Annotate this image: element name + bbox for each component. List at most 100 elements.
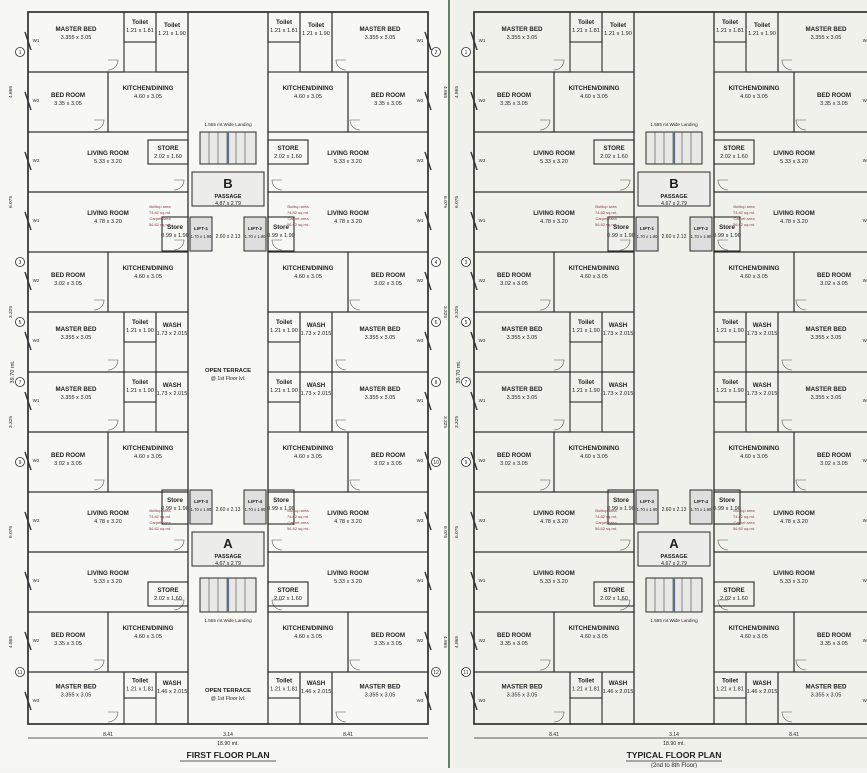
window-label: W2 <box>863 278 867 283</box>
room-outline <box>593 139 635 165</box>
room-dimension: 3.355 x 3.05 <box>811 693 842 699</box>
room-dimension: 1.73 x 2.015 <box>747 331 778 337</box>
sheet-right <box>452 0 867 768</box>
room-name: BED ROOM <box>51 92 85 99</box>
room-dimension: 4.60 x 3.05 <box>580 274 608 280</box>
area-note: Builtup area <box>149 508 171 513</box>
window-mark <box>24 331 32 351</box>
window-label: W3 <box>33 698 40 703</box>
lift-shaft <box>635 216 659 252</box>
window-label: W2 <box>417 98 424 103</box>
area-note: 74.82 sq.mt. <box>595 514 617 519</box>
window-mark <box>24 511 32 531</box>
room-name: STORE <box>723 145 744 152</box>
door-swing-icon <box>93 659 105 671</box>
door-swing-icon <box>349 659 361 671</box>
room-name: KITCHEN/DINING <box>729 625 780 632</box>
room-dimension: 3.355 x 3.05 <box>61 395 92 401</box>
area-note: Builtup area <box>287 508 309 513</box>
window-label: W3 <box>863 518 867 523</box>
room-name: LIVING ROOM <box>533 210 575 217</box>
room-dimension: 3.355 x 3.05 <box>365 35 396 41</box>
room-name: MASTER BED <box>806 684 847 691</box>
window-label: W3 <box>479 338 486 343</box>
room-name: LIVING ROOM <box>87 150 129 157</box>
plan-title: TYPICAL FLOOR PLAN <box>627 750 722 760</box>
room-dimension: 1.21 x 1.90 <box>604 31 632 37</box>
room-name: BED ROOM <box>51 452 85 459</box>
lift-label: LIFT-1 <box>640 226 654 232</box>
window-label: W1 <box>863 38 867 43</box>
flat-number-marker <box>431 257 441 267</box>
room-name: Toilet <box>276 379 292 386</box>
window-label: W1 <box>479 398 486 403</box>
sheet-left <box>0 0 448 768</box>
lift-label: LIFT-2 <box>694 226 708 232</box>
room-dimension: 1.21 x 1.81 <box>270 28 298 34</box>
door-swing-icon <box>553 711 565 723</box>
room-dimension: 2.02 x 1.60 <box>274 596 302 602</box>
room-name: BED ROOM <box>51 272 85 279</box>
width-dimension: 3.14 <box>223 732 233 738</box>
door-swing-icon <box>173 239 185 251</box>
room-dimension: 1.46 x 2.015 <box>603 689 634 695</box>
room-dimension: 3.355 x 3.05 <box>61 693 92 699</box>
door-swing-icon <box>349 119 361 131</box>
overall-height: 39.70 mt. <box>10 360 16 383</box>
margin-dimension: 3.325 <box>8 416 14 428</box>
window-label: W3 <box>863 338 867 343</box>
room-dimension: 4.60 x 3.05 <box>134 454 162 460</box>
flat-number-marker <box>15 317 25 327</box>
room-name: Toilet <box>722 19 738 26</box>
window-mark <box>470 391 478 411</box>
total-width: 18.90 mt. <box>663 741 685 747</box>
room-name: MASTER BED <box>56 684 97 691</box>
window-label: W2 <box>33 98 40 103</box>
room-name: Toilet <box>578 319 594 326</box>
room-name: BED ROOM <box>497 92 531 99</box>
terrace-label: @ 1st Floor lvl. <box>211 376 246 382</box>
window-mark <box>24 91 32 111</box>
window-label: W1 <box>417 578 424 583</box>
door-swing-icon <box>619 179 631 191</box>
window-mark <box>424 271 432 291</box>
flat-number-marker <box>15 667 25 677</box>
flat-number-label: 9 <box>19 460 22 466</box>
room-name: Toilet <box>276 19 292 26</box>
window-mark <box>424 511 432 531</box>
margin-dimension: 6.075 <box>8 196 14 208</box>
width-dimension: 8.41 <box>343 732 353 738</box>
margin-dimension: 6.075 <box>442 196 448 208</box>
room-dimension: 3.355 x 3.05 <box>507 335 538 341</box>
room-dimension: 0.99 x 1.90 <box>267 506 295 512</box>
room-name: LIVING ROOM <box>327 150 369 157</box>
passage-dimension: 4.67 x 2.79 <box>215 561 241 567</box>
room-name: Store <box>273 224 289 231</box>
room-name: KITCHEN/DINING <box>123 265 174 272</box>
room-dimension: 2.02 x 1.60 <box>720 154 748 160</box>
area-note: 56.82 sq.mt. <box>149 526 171 531</box>
flat-number-marker <box>461 317 471 327</box>
flat-number-marker <box>431 47 441 57</box>
lobby-dimension: 2.60 x 2.13 <box>216 234 241 240</box>
flat-number-label: 11 <box>17 670 22 676</box>
room-name: WASH <box>753 322 772 329</box>
room-name: WASH <box>307 382 326 389</box>
room-outline <box>267 581 309 607</box>
margin-dimension: 3.325 <box>442 416 448 428</box>
door-swing-icon <box>553 59 565 71</box>
lift-shaft <box>189 489 213 525</box>
window-mark <box>24 451 32 471</box>
room-name: WASH <box>753 680 772 687</box>
room-outline <box>713 139 755 165</box>
room-outline <box>713 489 741 525</box>
door-swing-icon <box>717 239 729 251</box>
margin-dimension: 4.865 <box>454 86 460 98</box>
flat-number-marker <box>15 457 25 467</box>
room-dimension: 3.02 x 3.05 <box>374 461 402 467</box>
flat-number-label: 5 <box>19 320 22 326</box>
window-mark <box>470 451 478 471</box>
window-mark <box>470 151 478 171</box>
margin-dimension: 3.325 <box>8 306 14 318</box>
